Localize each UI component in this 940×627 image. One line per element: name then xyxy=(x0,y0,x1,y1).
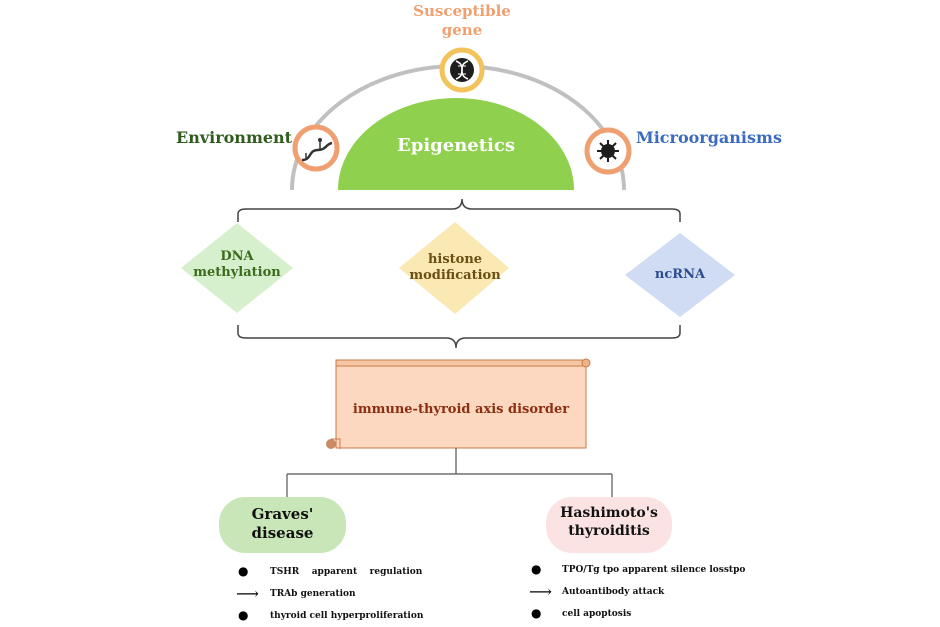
connector-lines xyxy=(286,448,613,497)
hashimoto-pill xyxy=(546,497,672,553)
ncrna-label: ncRNA xyxy=(654,267,706,282)
histone-modification-label: histone modification xyxy=(409,252,501,284)
dna-icon xyxy=(439,47,485,93)
graves-item-3: thyroid cell hyperproliferation xyxy=(270,611,424,621)
hashimoto-item-2: Autoantibody attack xyxy=(562,587,665,597)
bottom-brace xyxy=(237,325,681,349)
bullet-icon: ● xyxy=(238,608,249,622)
bullet-icon: ● xyxy=(238,564,249,578)
arrow-right-icon: ⟶ xyxy=(529,582,552,601)
scroll-label: immune-thyroid axis disorder xyxy=(352,402,570,417)
environment-label: Environment xyxy=(176,128,293,147)
hashimoto-item-3: cell apoptosis xyxy=(562,609,632,619)
arrow-right-icon: ⟶ xyxy=(236,584,259,603)
graves-item-2: TRAb generation xyxy=(270,589,356,599)
dna-methylation-label: DNA methylation xyxy=(193,249,281,281)
top-brace xyxy=(237,198,681,222)
bullet-icon: ● xyxy=(531,562,542,576)
graves-disease-label: Graves' disease xyxy=(251,505,314,542)
graves-pill xyxy=(219,497,346,553)
susceptible-gene-label: Susceptible gene xyxy=(413,2,511,39)
graves-item-1: TSHR apparent regulation xyxy=(270,567,423,577)
epigenetics-label: Epigenetics xyxy=(397,135,515,156)
bullet-icon: ● xyxy=(531,606,542,620)
diamond-ncrna xyxy=(625,233,735,317)
road-icon xyxy=(292,124,340,172)
epigenetics-dome xyxy=(338,98,574,190)
hashimoto-item-1: TPO/Tg tpo apparent silence losstpo xyxy=(562,565,746,575)
scroll-banner xyxy=(326,358,591,449)
diamond-dna-methylation xyxy=(181,223,293,313)
virus-icon xyxy=(584,127,632,175)
diamond-histone-modification xyxy=(399,222,509,314)
microorganisms-label: Microorganisms xyxy=(636,128,782,147)
hashimoto-thyroiditis-label: Hashimoto's thyroiditis xyxy=(560,505,658,539)
